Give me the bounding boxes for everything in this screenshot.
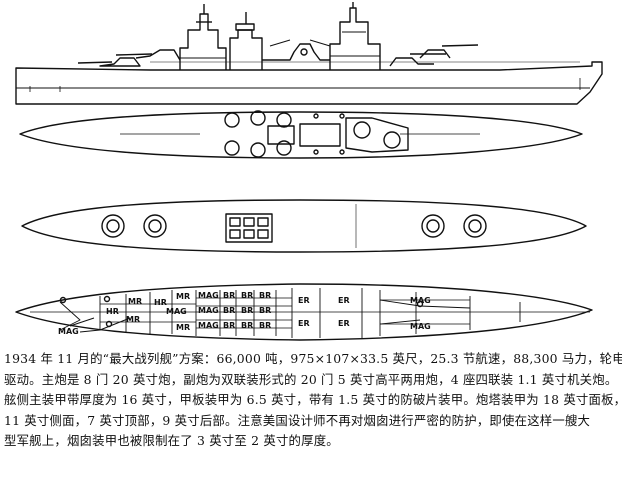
label-er-4: ER	[338, 319, 350, 328]
label-mag-5: MAG	[198, 321, 219, 330]
label-mag-4: MAG	[198, 306, 219, 315]
label-mr-2: MR	[126, 315, 140, 324]
deck-compartment-labels: MAG HR MR HR MR MAG MR MR MAG BR BR BR M…	[58, 291, 431, 336]
label-br-8: BR	[241, 321, 253, 330]
caption-line-1: 1934 年 11 月的“最大战列舰”方案：66,000 吨，975×107×3…	[4, 351, 622, 366]
caption-line-5: 型军舰上，烟囱装甲也被限制在了 3 英寸至 2 英寸的厚度。	[4, 433, 339, 448]
label-br-5: BR	[241, 306, 253, 315]
label-mag-3: MAG	[198, 291, 219, 300]
caption-line-3: 舷侧主装甲带厚度为 16 英寸，甲板装甲为 6.5 英寸，带有 1.5 英寸的防…	[4, 392, 622, 407]
label-mag-7: MAG	[410, 322, 431, 331]
label-er-1: ER	[298, 296, 310, 305]
label-er-2: ER	[338, 296, 350, 305]
label-mag-6: MAG	[410, 296, 431, 305]
label-br-7: BR	[223, 321, 235, 330]
deck-plan-middle	[21, 199, 587, 253]
label-mr-4: MR	[176, 323, 190, 332]
label-br-9: BR	[259, 321, 271, 330]
deck-plan-lower	[15, 283, 593, 341]
caption-line-4: 11 英寸侧面，7 英寸顶部，9 英寸后部。注意美国设计师不再对烟囱进行严密的防…	[4, 412, 591, 428]
deck-plan-upper	[19, 110, 583, 159]
label-hr-2: HR	[154, 298, 167, 307]
label-mag-1: MAG	[58, 327, 79, 336]
label-er-3: ER	[298, 319, 310, 328]
label-mag-2: MAG	[166, 307, 187, 316]
side-profile	[15, 2, 603, 105]
label-br-2: BR	[241, 291, 253, 300]
label-br-6: BR	[259, 306, 271, 315]
label-hr: HR	[106, 307, 119, 316]
label-br-3: BR	[259, 291, 271, 300]
label-mr-1: MR	[128, 297, 142, 306]
caption-line-2: 驱动。主炮是 8 门 20 英寸炮，副炮为双联装形式的 20 门 5 英寸高平两…	[4, 371, 618, 387]
label-br-4: BR	[223, 306, 235, 315]
label-br-1: BR	[223, 291, 235, 300]
battleship-plan-drawing: MAG HR MR HR MR MAG MR MR MAG BR BR BR M…	[15, 2, 603, 341]
figure-caption: 1934 年 11 月的“最大战列舰”方案：66,000 吨，975×107×3…	[4, 349, 622, 452]
label-mr-3: MR	[176, 292, 190, 301]
